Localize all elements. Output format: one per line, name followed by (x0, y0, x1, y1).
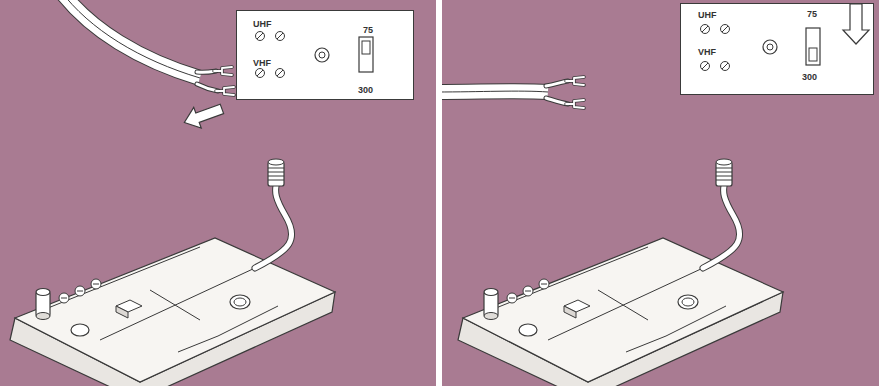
wall-plate: UHF VHF 75 300 (236, 10, 414, 100)
terminal-label: VHF (698, 47, 716, 57)
terminal-label: 300 (358, 85, 373, 95)
terminal-label: 75 (807, 9, 817, 19)
switch-arrow (843, 4, 869, 44)
wall-plate: UHF VHF 75 300 (680, 3, 874, 95)
terminal-label: UHF (698, 10, 717, 20)
terminal-label: 300 (802, 72, 817, 82)
terminal-label: VHF (253, 58, 271, 68)
push-arrow (181, 99, 226, 133)
wall-plate-left (236, 10, 414, 100)
terminal-label: UHF (253, 19, 272, 29)
terminal-label: 75 (363, 25, 373, 35)
wall-plate-right (680, 3, 874, 95)
twin-lead-left (60, 0, 234, 95)
